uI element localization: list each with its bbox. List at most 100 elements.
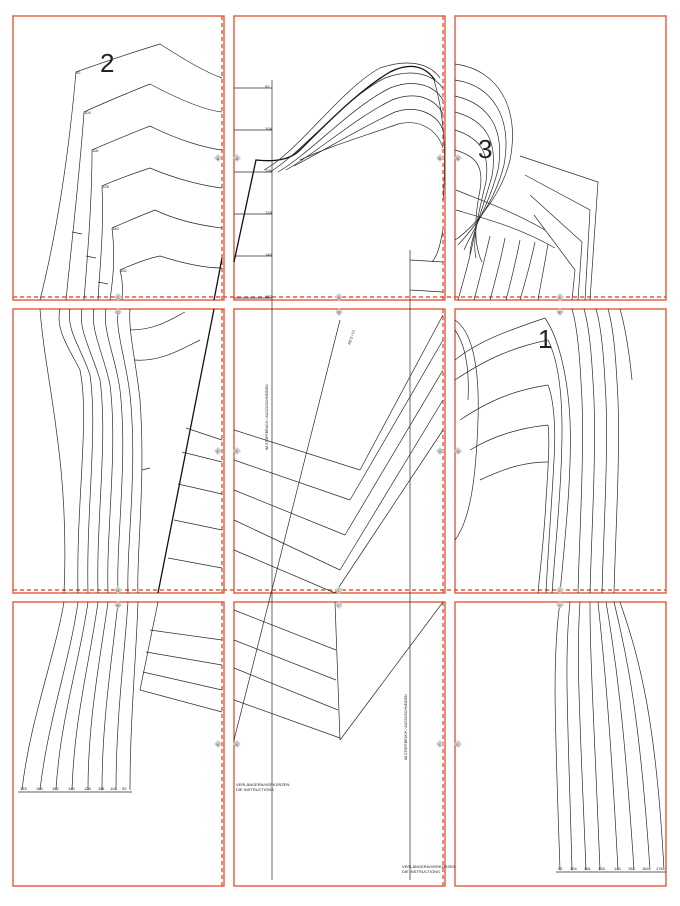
svg-text:104: 104 [265, 126, 272, 131]
svg-text:140: 140 [112, 226, 119, 231]
svg-text:K: K [236, 742, 239, 747]
marker-E-top: E [556, 293, 564, 301]
svg-text:C: C [117, 310, 120, 315]
svg-text:104: 104 [110, 786, 117, 791]
svg-text:128: 128 [598, 866, 605, 871]
svg-text:164: 164 [642, 866, 649, 871]
svg-text:E: E [559, 310, 562, 315]
svg-text:152: 152 [265, 294, 272, 299]
svg-text:I: I [338, 588, 339, 593]
lengthen-note-2-line1: VERLÄNGERN/VERKÜRZEN [402, 864, 455, 869]
svg-text:128: 128 [102, 184, 109, 189]
svg-text:L: L [457, 742, 460, 747]
svg-text:104: 104 [570, 866, 577, 871]
svg-text:D: D [338, 310, 341, 315]
svg-text:J: J [559, 588, 561, 593]
grainline-label-right: IM STOFFBRUCH / AUSZUSCHNEIDEN [404, 694, 408, 760]
join-markers: A A B B C C D D E E F F G G H H I I J J … [114, 154, 564, 748]
svg-text:C: C [117, 295, 120, 300]
svg-text:K: K [217, 742, 220, 747]
glue-lines [13, 16, 666, 886]
tile-r2c2 [233, 308, 446, 594]
svg-text:140: 140 [265, 252, 272, 257]
marker-F-right: F [233, 447, 241, 455]
svg-text:176: 176 [20, 786, 27, 791]
svg-text:J: J [559, 603, 561, 608]
svg-text:A: A [236, 156, 239, 161]
svg-text:140: 140 [68, 786, 75, 791]
svg-text:128: 128 [84, 786, 91, 791]
marker-L-right: L [454, 740, 462, 748]
svg-text:128: 128 [265, 210, 272, 215]
piece-2-outlines [39, 43, 223, 301]
svg-text:92: 92 [265, 84, 270, 89]
marker-D-top: D [335, 293, 343, 301]
tile-r3c3 [454, 601, 667, 887]
svg-text:G: G [457, 449, 460, 454]
marker-H-top: H [114, 586, 122, 594]
tile-r1c2 [233, 15, 446, 301]
marker-J-bottom: J [556, 601, 564, 609]
svg-text:116: 116 [265, 168, 272, 173]
marker-A-right: A [233, 154, 241, 162]
front-lower-outlines [39, 308, 223, 594]
svg-text:B: B [439, 156, 442, 161]
tile-r2c3 [454, 308, 667, 594]
marker-H-bottom: H [114, 601, 122, 609]
svg-text:116: 116 [584, 866, 591, 871]
sleeve-hem-outlines [233, 601, 444, 741]
sleeve-mid-outlines [233, 314, 444, 741]
svg-text:I: I [338, 603, 339, 608]
svg-text:152: 152 [120, 268, 127, 273]
sleeve-cap-outlines [233, 62, 445, 880]
svg-text:F: F [236, 449, 239, 454]
svg-text:140: 140 [614, 866, 621, 871]
tile-r3c1 [12, 601, 225, 887]
piece-number-3: 3 [478, 134, 492, 164]
svg-text:H: H [117, 603, 120, 608]
marker-F-left: F [214, 447, 222, 455]
lengthen-note-2-line2: DIE INSTRUCTIONS [402, 869, 440, 874]
marker-D-bottom: D [335, 308, 343, 316]
tile-r1c1 [12, 15, 225, 301]
grainline-label-left: IM STOFFBRUCH / AUSZUSCHNEIDEN [265, 384, 269, 450]
svg-text:G: G [439, 449, 442, 454]
marker-L-left: L [436, 740, 444, 748]
svg-text:116: 116 [92, 148, 99, 153]
marker-B-left: B [436, 154, 444, 162]
svg-text:B: B [457, 156, 460, 161]
svg-text:D: D [338, 295, 341, 300]
marker-G-left: G [436, 447, 444, 455]
marker-B-right: B [454, 154, 462, 162]
svg-text:176: 176 [656, 866, 663, 871]
marker-I-top: I [335, 586, 343, 594]
short-diagonal-label: AB D / F1 [347, 329, 356, 345]
tile-r3c2 [233, 601, 446, 887]
back-hem-outlines [554, 601, 666, 873]
marker-C-bottom: C [114, 308, 122, 316]
piece-number-2: 2 [100, 48, 114, 78]
svg-text:A: A [217, 156, 220, 161]
svg-text:92: 92 [76, 70, 81, 75]
svg-text:92: 92 [122, 786, 127, 791]
marker-K-right: K [233, 740, 241, 748]
front-hem-outlines [18, 601, 223, 793]
marker-J-top: J [556, 586, 564, 594]
svg-text:L: L [439, 742, 442, 747]
lengthen-note-1-line2: DIE INSTRUCTIONS [236, 787, 274, 792]
svg-text:164: 164 [36, 786, 43, 791]
marker-I-bottom: I [335, 601, 343, 609]
tile-grid [12, 15, 667, 887]
marker-K-left: K [214, 740, 222, 748]
svg-text:152: 152 [52, 786, 59, 791]
armhole-size-labels: 92 104 116 128 140 152 [265, 84, 272, 299]
piece-3-outlines [454, 63, 599, 301]
svg-text:152: 152 [628, 866, 635, 871]
hem-size-labels-left: 176 164 152 140 128 116 104 92 [20, 786, 127, 791]
piece-number-1: 1 [538, 324, 552, 354]
piece-2-size-labels: 92 104 116 128 140 152 [76, 70, 127, 273]
svg-text:E: E [559, 295, 562, 300]
marker-A-left: A [214, 154, 222, 162]
svg-text:92: 92 [558, 866, 563, 871]
